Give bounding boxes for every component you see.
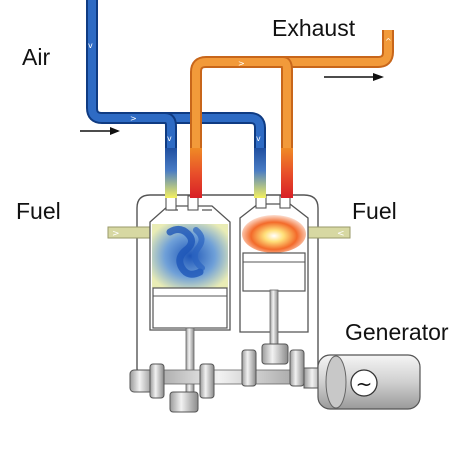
flow-arrow-exhaust-icon [324, 73, 384, 81]
air-pipe [86, 0, 266, 150]
generator: ~ [317, 354, 421, 410]
air-flow-arrow-2: > [130, 114, 137, 123]
right-air-intake [254, 148, 266, 198]
exhaust-flow-arrow-2: ^ [385, 37, 392, 46]
exhaust-pipe [190, 30, 394, 150]
generator-label: Generator [345, 319, 449, 345]
exhaust-label: Exhaust [272, 15, 356, 41]
left-air-intake [165, 148, 177, 198]
right-piston [242, 252, 306, 292]
right-cylinder [239, 203, 309, 333]
crank-assembly [129, 289, 329, 413]
left-intake-valve [165, 195, 177, 211]
fuel-flow-arrow-left: > [112, 229, 120, 239]
exhaust-flow-arrow-1: > [238, 59, 245, 68]
left-exhaust-outlet [190, 148, 202, 198]
air-flow-arrow-4: v [256, 134, 261, 143]
flow-arrow-air-icon [80, 127, 120, 135]
air-label: Air [22, 44, 51, 70]
air-flow-arrow-3: v [167, 134, 172, 143]
fuel-label-right: Fuel [352, 198, 397, 224]
right-exhaust-outlet [281, 148, 293, 198]
left-piston [152, 287, 228, 329]
fuel-flow-arrow-right: < [337, 229, 345, 239]
ac-symbol-icon [350, 369, 378, 397]
air-flow-arrow-1: v [88, 41, 93, 50]
fuel-label-left: Fuel [16, 198, 61, 224]
generator-symbol: ~ [356, 372, 373, 396]
combustion-flame [242, 215, 306, 253]
left-exhaust-valve [187, 195, 199, 211]
left-cylinder [149, 205, 231, 331]
